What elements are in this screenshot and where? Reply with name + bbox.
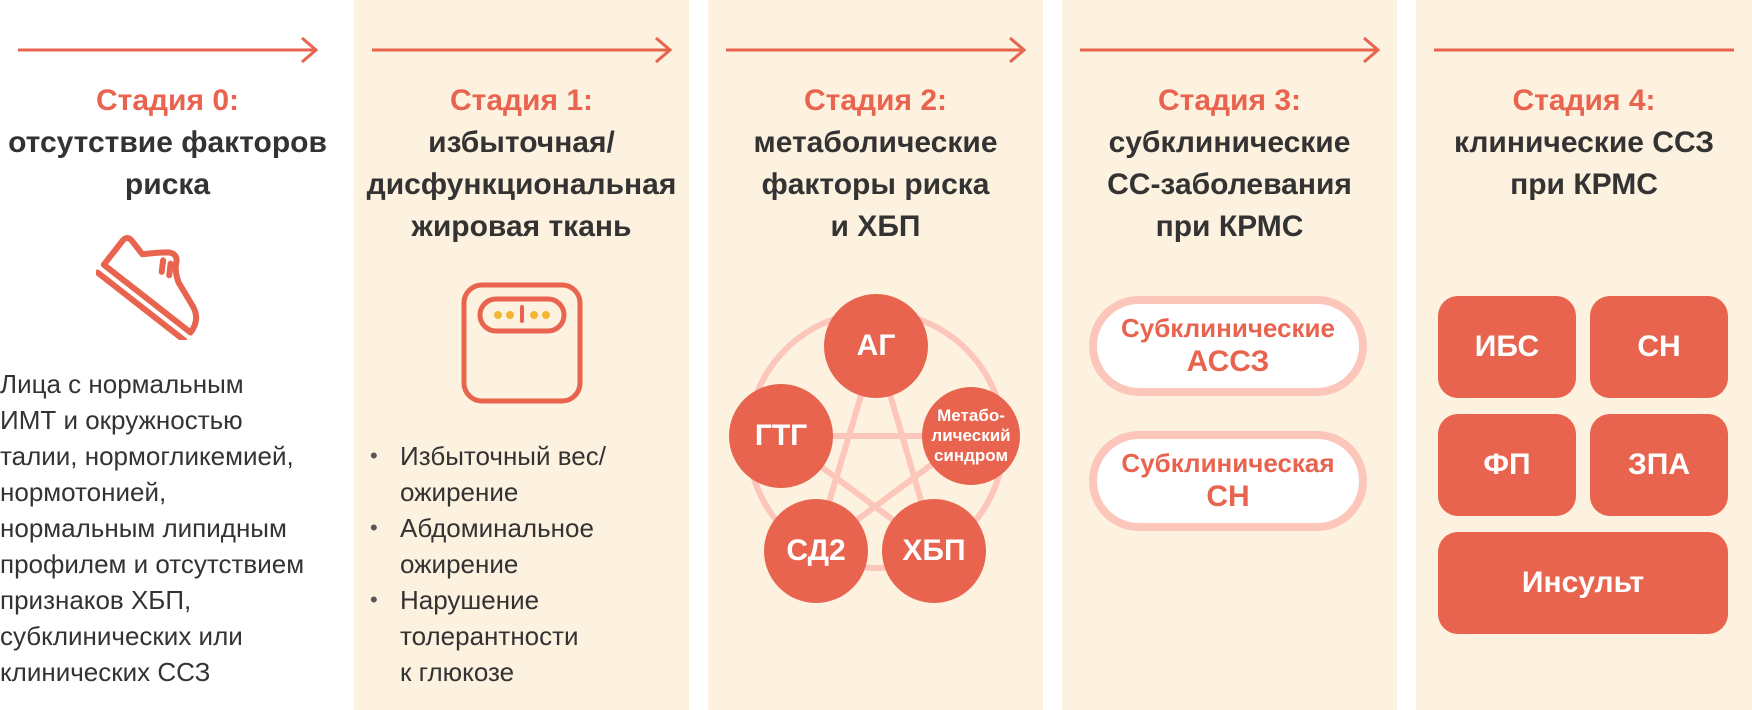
progress-arrow [18, 36, 319, 64]
stage-subtitle-line: дисфункциональная [366, 168, 677, 201]
stage-label: Стадия 2: [803, 84, 948, 117]
node-line: лический [931, 426, 1011, 445]
box-stroke: Инсульт [1438, 532, 1728, 634]
stage-subtitle-line: жировая ткань [411, 210, 632, 243]
progress-arrow [372, 36, 673, 64]
stage-subtitle-line: СС-заболевания [1107, 168, 1352, 201]
node-hbp: ХБП [882, 499, 986, 603]
stage-subtitle-line: и ХБП [830, 210, 921, 243]
progress-line [1434, 48, 1734, 52]
bullet-line: Нарушение [400, 585, 540, 615]
bullet-line: толерантности [400, 621, 579, 651]
node-sd2: СД2 [764, 499, 868, 603]
stage-subtitle-line: при КРМС [1155, 210, 1304, 243]
box-fp: ФП [1438, 414, 1576, 516]
stage-label: Стадия 3: [1157, 84, 1302, 117]
stage-2-title: Стадия 2: метаболические факторы риска и… [708, 80, 1043, 248]
progress-arrow [1080, 36, 1381, 64]
bullet-line: Избыточный вес/ [400, 441, 606, 471]
description-line: Лица с нормальным [0, 369, 244, 399]
description-line: признаков ХБП, [0, 585, 192, 615]
box-ibs: ИБС [1438, 296, 1576, 398]
description-line: профилем и отсутствием [0, 549, 305, 579]
stage-label: Стадия 0: [95, 84, 240, 117]
stage-0-description: Лица с нормальным ИМТ и окружностью тали… [0, 366, 335, 690]
node-gtg: ГТГ [729, 384, 833, 488]
description-line: нормотонией, [0, 477, 167, 507]
subclinical-hf-pill: Субклиническая СН [1089, 431, 1367, 531]
description-line: ИМТ и окружностью [0, 405, 243, 435]
progress-arrow [726, 36, 1027, 64]
node-line: Метабо- [937, 406, 1005, 425]
node-ag: АГ [824, 294, 928, 398]
pill-line: АССЗ [1186, 345, 1270, 378]
stage-subtitle-line: избыточная/ [428, 126, 615, 159]
list-item: Избыточный вес/ ожирение [368, 438, 606, 510]
stage-1-bullets: Избыточный вес/ ожирение Абдоминальное о… [368, 438, 606, 690]
bullet-line: ожирение [400, 549, 519, 579]
pill-line: Субклиническая [1121, 448, 1335, 478]
stage-label: Стадия 4: [1512, 84, 1656, 117]
stage-subtitle-line: при КРМС [1510, 168, 1658, 201]
stage-subtitle-line: клинические ССЗ [1453, 126, 1715, 159]
stage-1-column: Стадия 1: избыточная/ дисфункциональная … [354, 0, 689, 710]
stage-subtitle-line: риска [124, 168, 211, 201]
subclinical-ascvd-pill: Субклинические АССЗ [1089, 296, 1367, 396]
list-item: Нарушение толерантности к глюкозе [368, 582, 606, 690]
node-metabolic-syndrome: Метабо- лический синдром [922, 387, 1020, 485]
bullet-line: ожирение [400, 477, 519, 507]
stage-4-column: Стадия 4: клинические ССЗ при КРМС ИБС С… [1416, 0, 1752, 710]
description-line: нормальным липидным [0, 513, 287, 543]
pill-line: Субклинические [1121, 313, 1335, 343]
stage-2-column: Стадия 2: метаболические факторы риска и… [708, 0, 1043, 710]
description-line: субклинических или [0, 621, 243, 651]
stage-subtitle-line: метаболические [753, 126, 998, 159]
stage-subtitle-line: субклинические [1108, 126, 1351, 159]
stage-label: Стадия 1: [449, 84, 594, 117]
stage-0-column: Стадия 0: отсутствие факторов риска Лица… [0, 0, 335, 710]
stage-4-title: Стадия 4: клинические ССЗ при КРМС [1416, 80, 1752, 206]
list-item: Абдоминальное ожирение [368, 510, 606, 582]
description-line: клинических ССЗ [0, 657, 211, 687]
stage-3-title: Стадия 3: субклинические СС-заболевания … [1062, 80, 1397, 248]
scale-icon [461, 282, 583, 404]
stage-subtitle-line: факторы риска [761, 168, 990, 201]
bullet-line: к глюкозе [400, 657, 515, 687]
bullet-line: Абдоминальное [400, 513, 594, 543]
stage-0-title: Стадия 0: отсутствие факторов риска [0, 80, 335, 206]
sneaker-icon [96, 235, 200, 340]
stage-3-column: Стадия 3: субклинические СС-заболевания … [1062, 0, 1397, 710]
stage-1-title: Стадия 1: избыточная/ дисфункциональная … [354, 80, 689, 248]
stage-subtitle-line: отсутствие факторов [8, 126, 327, 159]
description-line: талии, нормогликемией, [0, 441, 294, 471]
pill-line: СН [1206, 480, 1250, 513]
box-sn: СН [1590, 296, 1728, 398]
node-line: синдром [933, 446, 1009, 465]
box-zpa: ЗПА [1590, 414, 1728, 516]
